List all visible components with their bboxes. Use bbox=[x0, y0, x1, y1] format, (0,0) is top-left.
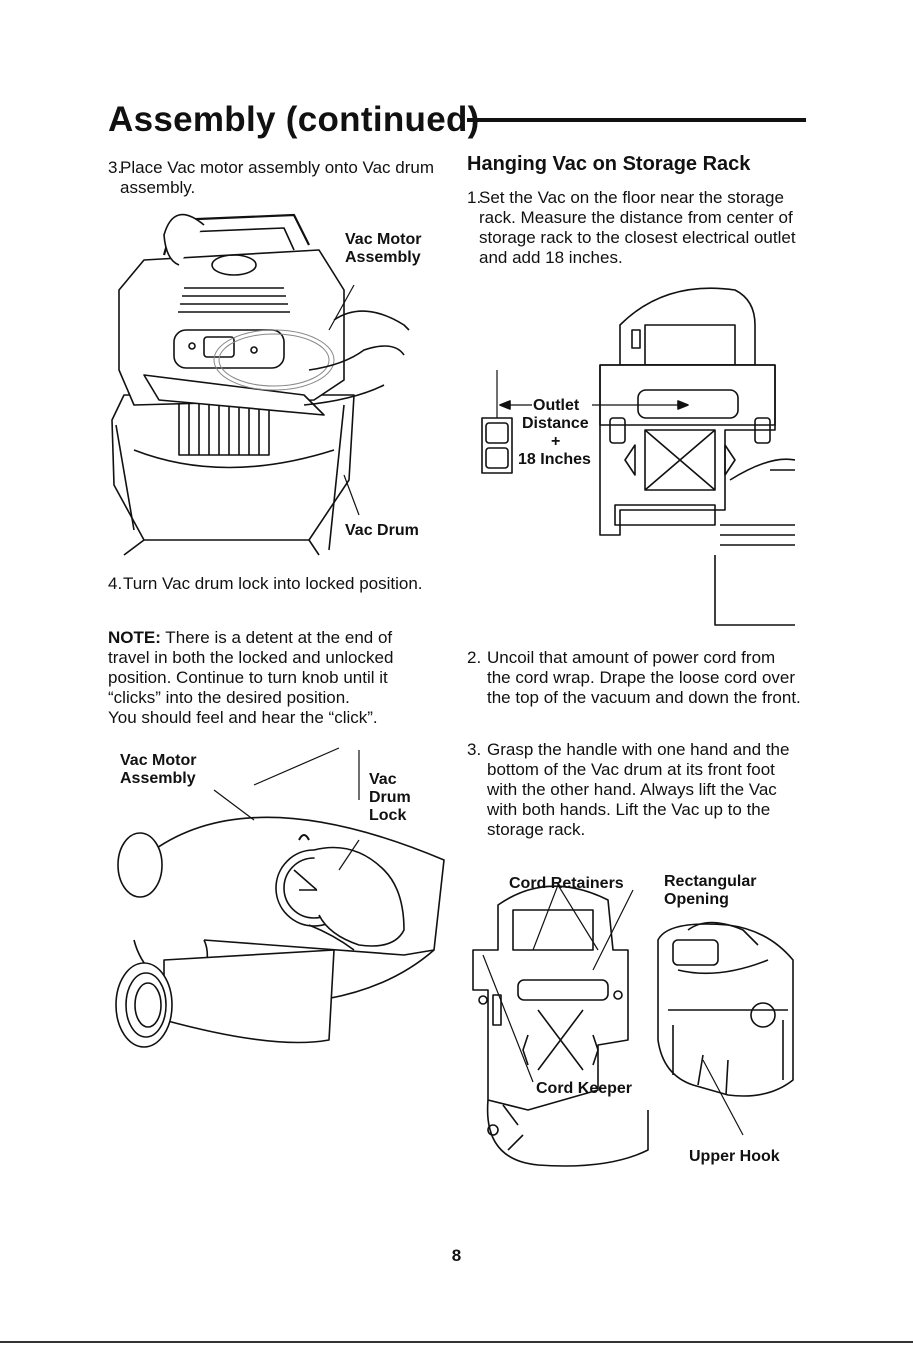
label-plus: + bbox=[551, 433, 561, 450]
label-outlet: Outlet bbox=[533, 397, 580, 414]
label-line: Vac bbox=[369, 771, 397, 788]
label-cord-retainers: Cord Retainers bbox=[509, 875, 624, 892]
note-label: NOTE: bbox=[108, 628, 161, 647]
step-number: 2. bbox=[467, 648, 482, 667]
section-heading: Hanging Vac on Storage Rack bbox=[467, 153, 751, 175]
label-rectangular-opening: Rectangular Opening bbox=[664, 873, 756, 909]
step-number: 1. bbox=[467, 188, 482, 207]
storage-rack-illustration bbox=[481, 287, 795, 626]
step-text: Turn Vac drum lock into locked position. bbox=[123, 574, 423, 593]
label-cord-keeper: Cord Keeper bbox=[536, 1080, 633, 1097]
right-step-3: 3. Grasp the handle with one hand and th… bbox=[467, 740, 807, 840]
motor-onto-drum-illustration bbox=[111, 213, 410, 556]
label-line: Opening bbox=[664, 891, 729, 908]
label-line: Vac Motor bbox=[120, 752, 197, 769]
step-number: 3. bbox=[108, 158, 123, 177]
label-line: Rectangular bbox=[664, 873, 757, 890]
drum-lock-illustration bbox=[115, 747, 445, 1048]
step-text: Uncoil that amount of power cord from th… bbox=[487, 648, 801, 707]
figure-storage-rack bbox=[470, 280, 795, 640]
page-title: Assembly (continued) bbox=[108, 100, 480, 139]
note-text: There is a detent at the end of travel i… bbox=[108, 628, 394, 707]
left-step-3: 3. Place Vac motor assembly onto Vac dru… bbox=[108, 158, 448, 198]
note-paragraph: NOTE: There is a detent at the end of tr… bbox=[108, 628, 423, 728]
label-line: Lock bbox=[369, 807, 407, 824]
label-18-inches: 18 Inches bbox=[518, 451, 591, 468]
step-text: Grasp the handle with one hand and the b… bbox=[487, 740, 790, 839]
title-rule bbox=[467, 118, 806, 122]
rack-details-illustration bbox=[472, 884, 794, 1167]
step-text: Place Vac motor assembly onto Vac drum a… bbox=[120, 158, 435, 197]
label-line: Vac Motor bbox=[345, 231, 422, 248]
page-number: 8 bbox=[451, 1246, 462, 1265]
label-upper-hook: Upper Hook bbox=[689, 1148, 780, 1165]
label-vac-motor-assembly: Vac Motor Assembly bbox=[345, 231, 421, 267]
label-distance: Distance bbox=[522, 415, 589, 432]
label-vac-motor: Vac Motor Assembly bbox=[120, 752, 196, 788]
figure-drum-lock bbox=[104, 740, 449, 1060]
right-step-1: 1. Set the Vac on the floor near the sto… bbox=[467, 188, 797, 268]
label-vac-drum: Vac Drum bbox=[345, 522, 419, 539]
step-number: 3. bbox=[467, 740, 482, 759]
left-step-4: 4. Turn Vac drum lock into locked positi… bbox=[108, 574, 448, 594]
label-line: Drum bbox=[369, 789, 411, 806]
figure-rack-details bbox=[468, 860, 803, 1180]
label-line: Assembly bbox=[345, 249, 421, 266]
step-text: Set the Vac on the floor near the storag… bbox=[479, 188, 796, 267]
figure-motor-onto-drum bbox=[104, 200, 444, 565]
note-text-2: You should feel and hear the “click”. bbox=[108, 708, 378, 727]
bottom-rule bbox=[0, 1341, 913, 1343]
step-number: 4. bbox=[108, 574, 123, 593]
right-step-2: 2. Uncoil that amount of power cord from… bbox=[467, 648, 802, 708]
label-vac-drum-lock: Vac Drum Lock bbox=[369, 771, 411, 825]
label-line: Assembly bbox=[120, 770, 196, 787]
